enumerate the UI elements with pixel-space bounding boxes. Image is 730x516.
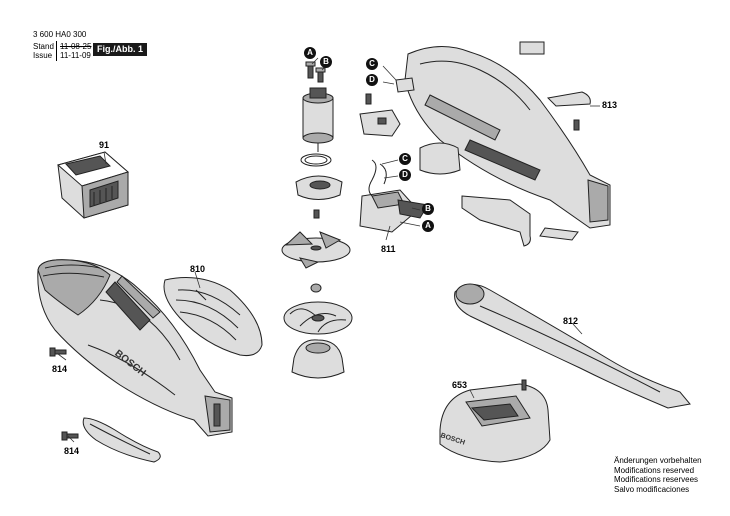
screw-814-upper <box>49 347 67 357</box>
stand-date: 11-08-25 <box>60 42 92 51</box>
footer-line-en: Modifications reserved <box>614 465 695 475</box>
motor-mount <box>295 175 343 200</box>
marker-d-mid: D <box>399 169 411 181</box>
footer-line-fr: Modifications reservees <box>614 475 699 484</box>
part-label-812: 812 <box>563 316 579 326</box>
marker-d-top: D <box>366 74 378 86</box>
header-divider <box>56 41 57 61</box>
part-label-810: 810 <box>190 264 206 274</box>
part-label-811: 811 <box>381 244 396 254</box>
marker-a-low: A <box>422 220 434 232</box>
clip-small <box>395 77 415 93</box>
housing-shell <box>37 259 233 437</box>
o-ring <box>300 153 332 167</box>
electronic-switch <box>359 159 429 233</box>
side-cover <box>163 277 263 356</box>
switch-button <box>546 91 591 131</box>
issue-label: Issue <box>33 51 53 60</box>
marker-c-mid: C <box>399 153 411 165</box>
issue-date: 11-11-09 <box>60 51 91 60</box>
part-label-653: 653 <box>452 380 468 390</box>
footer-line-de: Änderungen vorbehalten <box>614 456 702 465</box>
spring <box>365 93 372 105</box>
part-label-814-upper: 814 <box>52 364 68 374</box>
stand-label: Stand <box>33 42 54 51</box>
part-label-814-lower: 814 <box>64 446 80 456</box>
deflector-plate <box>82 417 161 463</box>
motor-terminal-a <box>305 61 316 79</box>
bracket <box>359 109 401 137</box>
nut <box>310 283 322 293</box>
blower-tube <box>454 283 691 409</box>
guide-plate <box>461 195 531 247</box>
battery-charger <box>439 379 551 463</box>
marker-b-top: B <box>320 56 332 68</box>
motor <box>302 87 334 152</box>
screw-814-lower <box>61 431 79 441</box>
air-duct <box>419 142 461 175</box>
marker-c-top: C <box>366 58 378 70</box>
housing-half-upper <box>404 41 611 241</box>
fan-blades <box>283 301 353 335</box>
footer-note: Änderungen vorbehalten Modifications res… <box>614 456 702 494</box>
fan-impeller <box>281 231 351 269</box>
part-label-813: 813 <box>602 100 618 110</box>
figure-label: Fig./Abb. 1 <box>93 43 147 56</box>
motor-terminal-b <box>315 67 326 83</box>
fan-housing <box>291 339 345 379</box>
marker-a-top: A <box>304 47 316 59</box>
footer-line-es: Salvo modificaciones <box>614 484 690 494</box>
battery-pack <box>56 151 130 219</box>
document-number: 3 600 HA0 300 <box>33 30 87 39</box>
marker-b-low: B <box>422 203 434 215</box>
part-label-91: 91 <box>99 140 110 150</box>
small-screw <box>313 209 320 219</box>
